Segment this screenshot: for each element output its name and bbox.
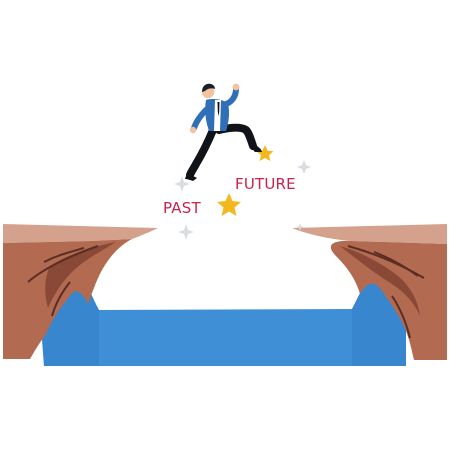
businessman-hair <box>202 83 215 92</box>
sparkles <box>174 160 311 240</box>
gold-stars <box>217 145 274 216</box>
left-cliff-top <box>3 224 158 243</box>
left-cliff-line-2 <box>43 247 85 263</box>
past-label: PAST <box>163 199 201 217</box>
right-cliff-top <box>292 224 447 244</box>
businessman-front-shoe <box>251 145 262 152</box>
businessman-back-hand <box>189 126 197 134</box>
sparkle-icon <box>174 176 190 192</box>
businessman-shirt <box>214 100 221 131</box>
right-cliff-line-2 <box>373 251 419 277</box>
businessman-back-arm <box>191 107 209 131</box>
right-cliff <box>292 224 447 360</box>
water-body <box>40 278 406 366</box>
left-cliff <box>3 224 158 359</box>
left-cliff-body <box>3 239 132 359</box>
right-cliff-body <box>330 240 447 360</box>
sparkle-icon <box>178 224 194 240</box>
businessman-front-leg <box>215 123 257 150</box>
businessman-front-arm <box>223 86 239 107</box>
future-label: FUTURE <box>235 175 296 193</box>
sparkle-icon <box>297 160 311 174</box>
businessman <box>185 83 262 181</box>
sparkle-icon <box>296 223 304 231</box>
star-icon <box>256 145 274 161</box>
left-cliff-shadow <box>45 242 116 308</box>
left-cliff-line-1 <box>27 245 99 283</box>
businessman-back-leg <box>186 126 217 179</box>
left-cliff-line-3 <box>51 281 71 317</box>
businessman-back-shoe <box>185 175 197 181</box>
businessman-tie <box>217 102 220 116</box>
right-cliff-line-3 <box>391 295 411 339</box>
businessman-front-hand <box>232 83 240 91</box>
water <box>40 278 406 366</box>
star-icon <box>217 193 241 216</box>
